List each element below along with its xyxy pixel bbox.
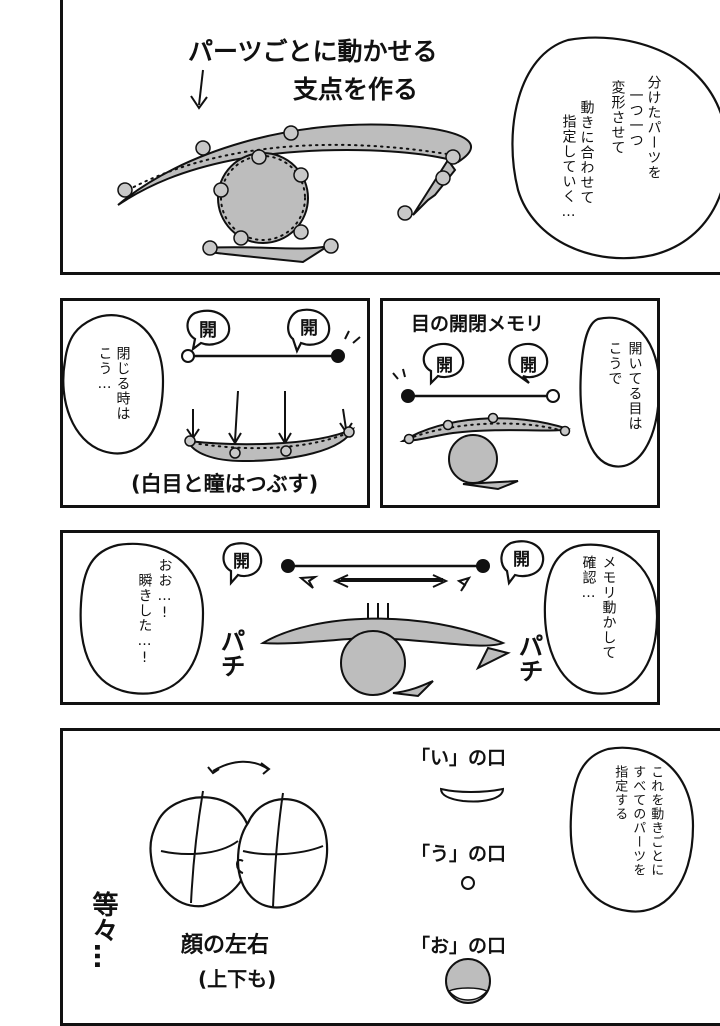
label-open-right-p4: 開 xyxy=(513,550,530,570)
panel-eye-pivots: パーツごとに動かせる 支点を作る 分けたパーツを 一つ一つ 変形させて 動 xyxy=(60,0,720,275)
bubble1-col4: 動きに合わせて xyxy=(578,100,595,205)
bubble2-col1: 閉じる時は xyxy=(114,346,131,421)
bubble1-col1: 分けたパーツを xyxy=(645,75,662,180)
eye-pivot-drawing xyxy=(117,36,720,264)
lower-eyelid-part xyxy=(207,245,329,264)
bubble2-col2: こう… xyxy=(96,346,113,393)
bubble4R-col1: メモリ動かして xyxy=(600,555,617,660)
bubble1-col2: 一つ一つ xyxy=(627,88,644,148)
blink-drawing xyxy=(79,540,657,698)
bubble1-col5: 指定していく… xyxy=(560,114,577,221)
mouth-i-label: 「い」の口 xyxy=(411,747,507,769)
sfx-pachi-right: パチ xyxy=(515,633,544,683)
panel-face-mouth: 「い」の口 「う」の口 「お」の口 顔の左右 (上下も) 等々… これを動きごと… xyxy=(60,728,720,1026)
etc-text: 等々… xyxy=(88,891,118,969)
bubble5-col2: すべてのパーツを xyxy=(630,765,646,877)
bubble5-col1: これを動きごとに xyxy=(648,765,664,877)
label-open-right-p3: 開 xyxy=(520,356,537,376)
sfx-pachi-left: パチ xyxy=(217,628,246,678)
bubble5-col3: 指定する xyxy=(612,765,628,821)
caption-closed-eye: (白目と瞳はつぶす) xyxy=(131,472,319,496)
mouth-u-label: 「う」の口 xyxy=(411,843,507,865)
panel-open-eye-memory: 目の開閉メモリ 開 開 開いてる目は こうで xyxy=(380,298,660,508)
face-caption-line1: 顔の左右 xyxy=(181,933,270,958)
title-eye-memory: 目の開閉メモリ xyxy=(411,313,545,335)
bubble4L-col2: 瞬きした…! xyxy=(136,573,153,667)
caption-pivots-line2: 支点を作る xyxy=(293,75,419,104)
caption-pivots-line1: パーツごとに動かせる xyxy=(188,37,438,66)
pivot-point xyxy=(117,182,133,198)
panel-blink: 開 開 おお…! 瞬きした…! メモリ動かして 確認… パチ パチ xyxy=(60,530,660,705)
bubble4L-col1: おお…! xyxy=(156,558,173,622)
label-open-left-p2: 開 xyxy=(199,320,217,341)
bubble1-col3: 変形させて xyxy=(609,80,626,155)
mouth-o-label: 「お」の口 xyxy=(411,935,507,957)
open-eye-drawing xyxy=(392,316,657,491)
label-open-left-p3: 開 xyxy=(436,356,453,376)
bubble3-col1: 開いてる目は xyxy=(626,341,643,431)
closed-eye-drawing xyxy=(63,308,361,463)
label-open-left-p4: 開 xyxy=(233,552,250,572)
face-mouth-drawing xyxy=(149,746,695,1004)
panel-closed-eye: 開 開 閉じる時は こう… (白目と瞳はつぶす) xyxy=(60,298,370,508)
face-caption-line2: (上下も) xyxy=(198,967,277,991)
bubble3-col2: こうで xyxy=(606,341,623,386)
label-open-right-p2: 開 xyxy=(300,318,318,339)
bubble4R-col2: 確認… xyxy=(580,555,597,602)
